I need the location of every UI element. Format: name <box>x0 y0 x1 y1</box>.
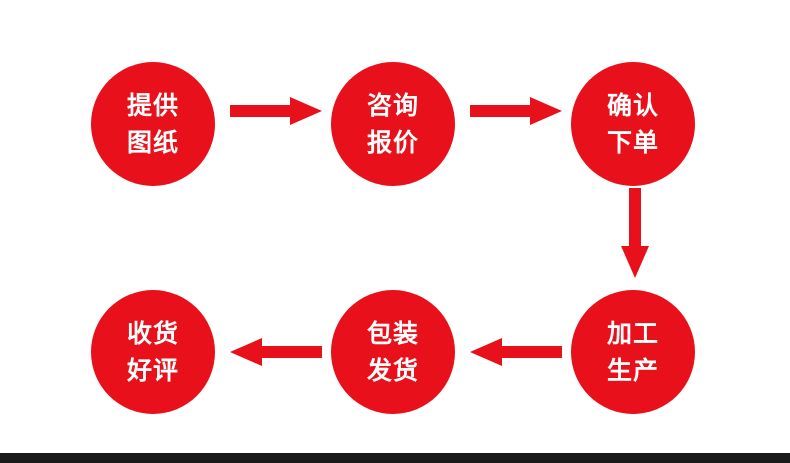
step-label-line2: 好评 <box>126 356 179 385</box>
step-receive-review: 收货 好评 <box>91 290 215 414</box>
arrow-right-icon <box>230 97 322 125</box>
step-label-line2: 下单 <box>606 128 659 157</box>
arrow-left-icon <box>230 338 322 366</box>
step-confirm-order: 确认 下单 <box>571 62 695 186</box>
step-label-line2: 图纸 <box>126 128 179 157</box>
step-label-line1: 提供 <box>126 91 179 120</box>
step-label-line1: 确认 <box>606 91 659 120</box>
step-label-line1: 加工 <box>606 319 659 348</box>
step-consult-quote: 咨询 报价 <box>331 62 455 186</box>
step-processing-production: 加工 生产 <box>571 290 695 414</box>
step-label-line2: 生产 <box>606 356 659 385</box>
arrow-right-icon <box>470 97 562 125</box>
step-label-line2: 报价 <box>366 128 419 157</box>
step-label-line1: 咨询 <box>366 91 419 120</box>
step-provide-drawings: 提供 图纸 <box>91 62 215 186</box>
step-pack-ship: 包装 发货 <box>331 290 455 414</box>
step-label-line1: 收货 <box>126 319 179 348</box>
step-label-line2: 发货 <box>366 356 419 385</box>
step-label-line1: 包装 <box>366 319 419 348</box>
arrow-left-icon <box>470 338 562 366</box>
bottom-divider-bar <box>0 453 790 463</box>
arrow-down-icon <box>621 188 649 278</box>
